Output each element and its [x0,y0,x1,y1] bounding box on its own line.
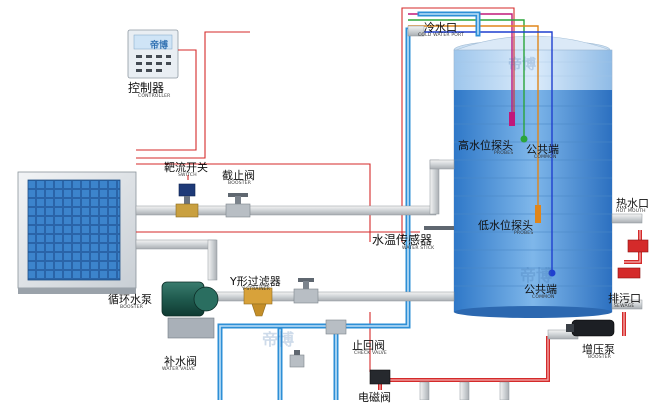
check-valve-label: 止回阀 CHECK VALVE [352,339,387,356]
high-level-probe [509,112,515,126]
circulation-pump[interactable] [161,281,219,339]
low-probe-label: 低水位探头 PROBES [478,219,534,236]
high-probe-label: 高水位探头 PROBES [458,139,514,156]
circulation-pump-label: 循环水泵 BOOSTER [108,293,152,310]
temp-sensor-label: 水温传感器 WATER STICK [372,233,435,251]
y-strainer-label: Y形过滤器 Y-STRAINER [230,275,281,292]
booster-pump-label: 增压泵 BOOSTER [582,343,615,360]
booster-pump[interactable] [566,319,615,337]
gate-valve[interactable] [293,278,319,304]
probe-wires [408,13,553,270]
hot-water-valve[interactable] [627,239,649,253]
cold-water-port-label: 冷水口 COLD WATER PORT [418,21,464,38]
check-valve[interactable] [325,319,347,335]
blue-pipes [217,11,481,400]
flow-switch[interactable] [175,183,199,218]
controller-device[interactable] [127,29,179,79]
gray-pipes [135,25,643,400]
heat-pump-unit [17,171,137,294]
probe-tips [509,112,556,277]
controller-label: 控制器 CONTROLLER [128,81,171,99]
control-wires [136,7,515,372]
makeup-water-valve[interactable] [289,350,305,368]
fan-grille [27,179,121,281]
common-top-label: 公共端 COMMON [526,143,559,160]
solenoid-valve[interactable] [369,369,391,385]
water-tank [453,35,613,318]
watermark-logo: 帝博 [262,330,295,349]
temperature-sensor [424,226,454,230]
common-bottom-label: 公共端 COMMON [524,283,557,300]
watermark-logo: 帝博 [520,266,553,285]
stop-valve-label: 截止阀 BOOSTER [222,169,255,186]
watermark-logo: 帝博 [508,57,536,73]
y-strainer[interactable] [243,287,273,317]
low-level-probe [535,205,541,223]
flow-switch-label: 靶流开关 SWITCH [164,161,208,178]
drain-port-label: 排污口 SEWAGE [608,292,641,309]
drain-valve[interactable] [617,267,641,279]
stop-valve[interactable] [225,193,251,218]
makeup-valve-label: 补水阀 WATER VALVE [162,355,197,372]
watermark-logo: 帝博 [150,41,169,51]
hot-water-port-label: 热水口 HOT MOUTH [616,197,649,214]
solenoid-valve-label: 电磁阀 [358,391,391,404]
tank-water [454,90,612,312]
